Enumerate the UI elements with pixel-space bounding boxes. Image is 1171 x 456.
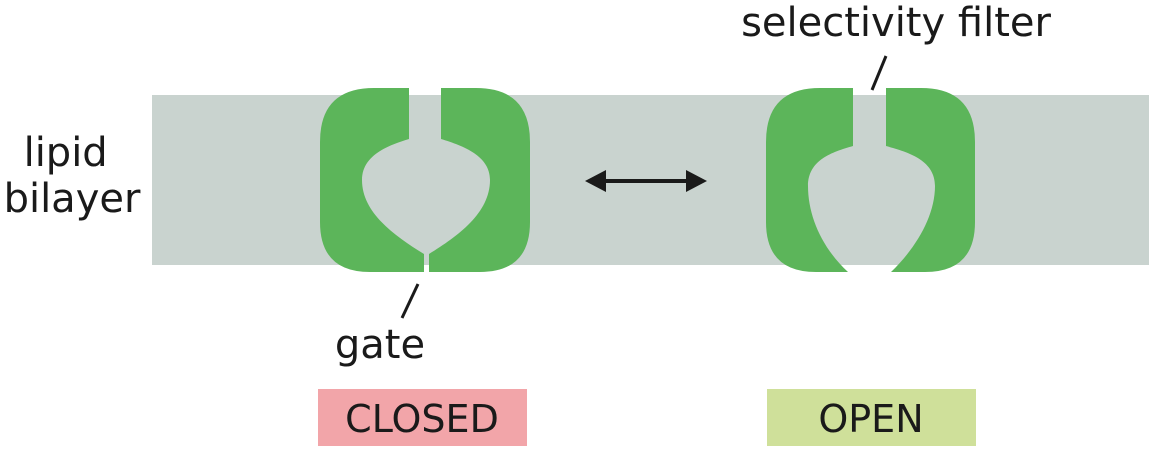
open-channel-left-half — [766, 88, 853, 272]
lipid-bilayer-label-line-2: bilayer — [4, 176, 141, 222]
equilibrium-arrow-left-head — [585, 170, 606, 192]
lipid-bilayer-label: lipid bilayer — [4, 130, 141, 222]
closed-badge — [318, 389, 527, 446]
lipid-bilayer-label-line-1: lipid — [24, 130, 108, 176]
open-channel — [766, 88, 975, 272]
open-badge — [767, 389, 976, 446]
closed-channel-left-half — [320, 88, 424, 272]
gate-leader — [400, 283, 420, 319]
equilibrium-arrow — [585, 170, 707, 192]
open-badge-label: OPEN — [818, 397, 923, 441]
equilibrium-arrow-right-head — [686, 170, 707, 192]
closed-channel — [320, 88, 530, 272]
closed-badge-label: CLOSED — [345, 397, 499, 441]
gate-label: gate — [335, 322, 425, 368]
selectivity-filter-leader — [870, 55, 888, 91]
closed-channel-right-half — [429, 88, 530, 272]
selectivity-filter-label: selectivity filter — [741, 0, 1051, 46]
open-channel-right-half — [886, 88, 975, 272]
